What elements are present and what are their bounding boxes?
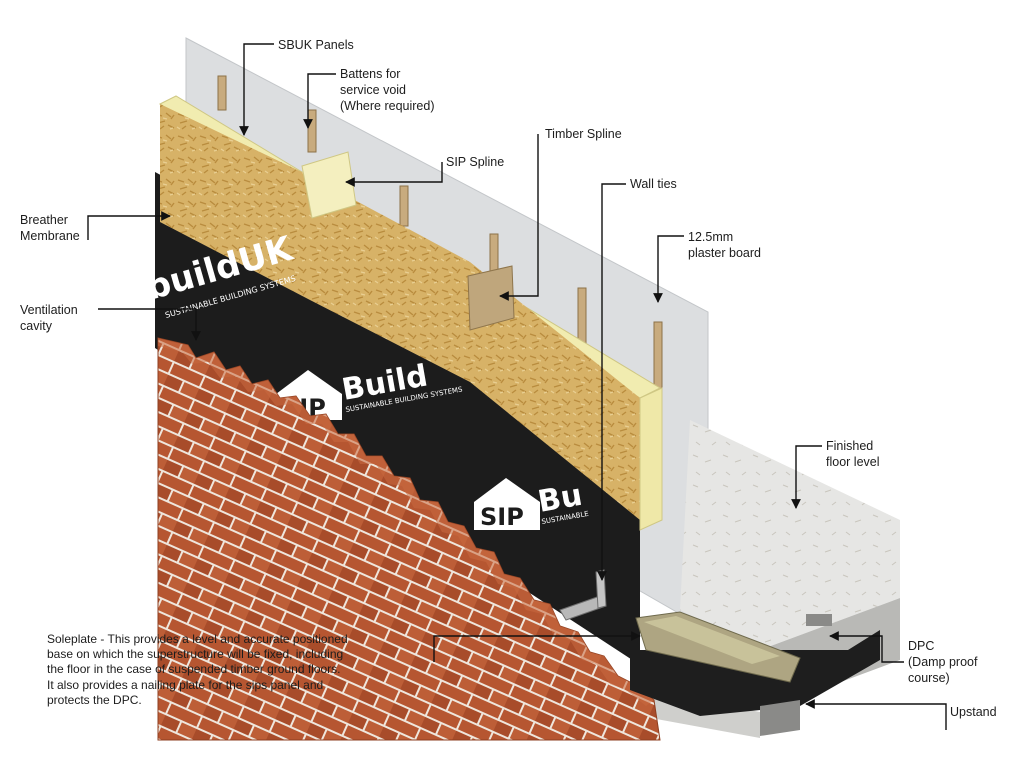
leader-lines: [87, 43, 947, 730]
note-line: Soleplate - This provides a level and ac…: [47, 632, 348, 646]
dpc-edge-block: [806, 614, 832, 626]
leader-ventilation-cavity: [98, 308, 201, 341]
label-text: SBUK Panels: [278, 38, 354, 52]
label-text: Timber Spline: [545, 127, 622, 141]
label-text: SIP Spline: [446, 155, 505, 169]
label-line: Battens for: [340, 67, 401, 81]
label-plaster-board: 12.5mm plaster board: [688, 229, 761, 261]
wall-tie-upstand: [595, 569, 607, 609]
leader-breather-membrane: [87, 211, 171, 240]
timber-spline: [467, 265, 515, 331]
label-finished-floor: Finished floor level: [826, 438, 880, 470]
label-timber-spline: Timber Spline: [545, 126, 622, 142]
label-wall-ties: Wall ties: [630, 176, 677, 192]
label-line: Breather: [20, 213, 68, 227]
label-line: DPC: [908, 639, 935, 653]
note-line: It also provides a nailing plate for the…: [47, 677, 324, 692]
sip-panel-1: [160, 104, 310, 300]
label-sbuk-panels: SBUK Panels: [278, 37, 354, 53]
sip-panel-2: [310, 176, 470, 382]
label-upstand: Upstand: [950, 704, 997, 720]
brick-top-course: [158, 338, 654, 706]
leader-plaster-board: [653, 235, 684, 303]
leader-soleplate: [433, 631, 641, 662]
batten: [307, 109, 317, 153]
label-line: Finished: [826, 439, 874, 453]
batten: [217, 75, 227, 111]
note-line: base on which the superstructure will be…: [47, 647, 344, 662]
label-line: plaster board: [688, 246, 761, 260]
leader-upstand: [805, 699, 947, 730]
label-line: Ventilation: [20, 303, 78, 317]
sip-spline: [301, 151, 357, 219]
label-line: 12.5mm: [688, 230, 734, 244]
label-line: cavity: [20, 319, 52, 333]
leader-dpc: [829, 631, 904, 663]
leader-sip-spline: [345, 162, 443, 187]
batten: [489, 233, 499, 275]
label-dpc: DPC (Damp proof course): [908, 638, 977, 686]
soleplate-note: Soleplate - This provides a level and ac…: [47, 632, 407, 708]
leader-finished-floor: [791, 445, 822, 509]
logo-bu: Bu: [535, 478, 585, 520]
logo-sip: SIP: [480, 503, 524, 531]
label-line: floor level: [826, 455, 880, 469]
breather-membrane: [155, 172, 640, 665]
note-line: protects the DPC.: [47, 692, 142, 707]
label-line: (Damp proof: [908, 655, 978, 669]
logo-house-shape: [474, 478, 540, 530]
membrane-logo-3: SIP Bu SUSTAINABLE: [474, 478, 589, 531]
note-line: the floor in the case of suspended timbe…: [47, 662, 341, 677]
label-breather-membrane: Breather Membrane: [20, 212, 80, 244]
label-sip-spline: SIP Spline: [446, 154, 504, 170]
leader-wall-ties: [597, 183, 626, 581]
leader-sbuk-panels: [239, 43, 274, 136]
leader-battens: [303, 73, 336, 129]
leader-timber-spline: [499, 134, 539, 301]
label-text: Wall ties: [630, 177, 677, 191]
label-line: (Where required): [340, 99, 435, 113]
finished-floor: [680, 420, 900, 650]
label-battens: Battens for service void (Where required…: [340, 66, 434, 114]
sip-panel-3: [470, 262, 640, 520]
sip-panel-edge: [639, 387, 663, 531]
batten: [399, 185, 409, 227]
label-text: Upstand: [950, 705, 997, 719]
label-line: Membrane: [20, 229, 80, 243]
label-line: course): [908, 671, 950, 685]
upstand: [760, 700, 800, 736]
label-line: service void: [340, 83, 406, 97]
label-ventilation-cavity: Ventilation cavity: [20, 302, 78, 334]
soleplate-top: [644, 616, 780, 664]
